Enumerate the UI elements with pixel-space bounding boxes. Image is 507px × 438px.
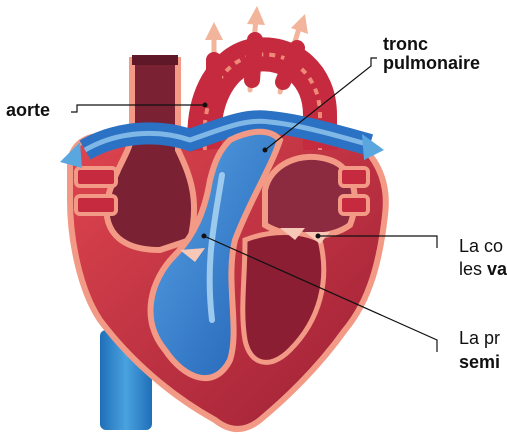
callout-1-prefix: les xyxy=(459,259,487,279)
callout-1-line2: les va xyxy=(459,259,507,279)
callout-1-line1: La co xyxy=(459,236,503,256)
left-flow-arrow xyxy=(60,142,82,168)
callout-2-line1: La pr xyxy=(459,328,500,348)
label-aorte: aorte xyxy=(6,100,50,120)
label-pulmonaire: pulmonaire xyxy=(383,53,480,73)
callout-2-line2: semi xyxy=(459,352,500,372)
callout-1-bold: va xyxy=(487,259,507,279)
label-tronc: tronc xyxy=(383,34,428,54)
